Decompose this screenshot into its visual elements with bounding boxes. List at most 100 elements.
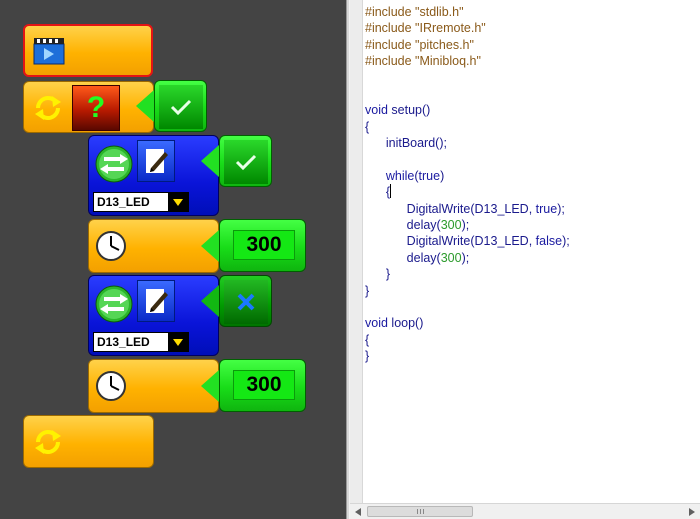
triangle-down-icon[interactable] [168,193,188,211]
code-token: loop() [387,316,424,331]
code-token: false [535,234,563,249]
code-line: } [365,348,570,364]
code-token: ); [461,250,470,265]
code-token: DigitalWrite(D13_LED, [365,201,536,216]
code-line: { [365,332,570,348]
code-token: ) [440,168,445,183]
scroll-left-icon[interactable] [350,504,366,519]
code-line: void loop() [365,315,570,331]
checkmark-icon [159,85,203,129]
value-false-param[interactable] [219,275,272,327]
value-true-param[interactable] [219,135,272,187]
code-token: #include "pitches.h" [365,37,474,52]
text-cursor [390,184,392,199]
clock-icon [95,370,127,402]
arrows-exchange-icon [94,144,134,184]
delay-block-1[interactable] [88,219,219,273]
condition-connector [136,90,154,122]
scroll-thumb[interactable] [367,506,473,517]
digital-write-block-2[interactable]: D13_LED [88,275,219,356]
code-token: delay( [365,250,441,265]
code-token: 300 [440,250,462,265]
arrows-exchange-icon [94,284,134,324]
pin-select-2-value: D13_LED [97,335,150,349]
code-token: #include "stdlib.h" [365,5,464,19]
scroll-right-icon[interactable] [684,504,700,519]
code-token: #include "IRremote.h" [365,21,486,36]
delay-value-param-2[interactable]: 300 [219,359,306,412]
code-line: #include "IRremote.h" [365,20,570,36]
delay-block-2[interactable] [88,359,219,413]
value-connector-2 [201,285,219,317]
delay-connector-2 [201,370,219,402]
horizontal-scrollbar[interactable] [350,503,700,519]
delay-connector-1 [201,230,219,262]
code-token: delay( [365,218,441,233]
code-line: } [365,283,570,299]
code-line: } [365,266,570,282]
x-icon [224,280,268,324]
clapperboard-icon [33,36,65,66]
question-mark-icon: ? [72,85,120,131]
code-token: ( [414,168,419,183]
code-token: setup() [387,103,431,118]
code-token: { [365,332,370,347]
code-token: void [365,316,388,331]
code-line: #include "pitches.h" [365,37,570,53]
code-line: DigitalWrite(D13_LED, false); [365,233,570,249]
code-token: } [365,267,391,282]
code-token: { [365,185,391,200]
code-line: { [365,184,570,200]
delay-value-param-1[interactable]: 300 [219,219,306,272]
loop-arrows-icon [30,90,66,126]
code-text[interactable]: #include "stdlib.h" #include "IRremote.h"… [365,4,570,365]
block-canvas[interactable]: ? D13_LED [0,0,346,519]
code-line: void setup() [365,102,570,118]
pin-select-1[interactable]: D13_LED [93,192,189,212]
code-token: 300 [440,218,462,233]
code-line: while(true) [365,168,570,184]
notepad-pencil-icon [137,280,175,322]
triangle-down-icon[interactable] [168,333,188,351]
while-loop-block[interactable]: ? [23,81,154,133]
code-line: #include "Minibloq.h" [365,53,570,69]
code-token: } [365,283,370,298]
code-token: while [385,168,415,183]
code-token: { [365,119,370,134]
code-editor[interactable]: #include "stdlib.h" #include "IRremote.h"… [350,0,700,519]
digital-write-block-1[interactable]: D13_LED [88,135,219,216]
code-line: DigitalWrite(D13_LED, true); [365,201,570,217]
pin-select-2[interactable]: D13_LED [93,332,189,352]
delay-value-1[interactable]: 300 [233,230,295,260]
loop-arrows-icon [30,424,66,460]
pin-select-1-value: D13_LED [97,195,150,209]
code-token: true [418,168,441,183]
code-line [365,70,570,86]
clock-icon [95,230,127,262]
editor-gutter [350,0,363,503]
delay-value-2[interactable]: 300 [233,370,295,400]
code-token: #include "Minibloq.h" [365,54,481,69]
checkmark-icon [224,140,268,184]
start-block[interactable] [23,24,153,77]
code-line [365,86,570,102]
code-token: initBoard(); [365,136,447,151]
code-line: delay(300); [365,250,570,266]
notepad-pencil-icon [137,140,175,182]
code-token: } [365,349,370,364]
code-line [365,299,570,315]
code-token: true [535,201,558,216]
pane-splitter[interactable] [346,0,350,519]
code-token: ); [557,201,565,216]
code-token [365,169,386,183]
value-connector-1 [201,145,219,177]
code-line [365,152,570,168]
loop-end-block[interactable] [23,415,154,468]
code-token: ); [461,218,470,233]
code-line: #include "stdlib.h" [365,4,570,20]
code-token: ); [562,234,570,249]
code-line: { [365,119,570,135]
code-line: initBoard(); [365,135,570,151]
code-line: delay(300); [365,217,570,233]
condition-true-param[interactable] [154,80,207,132]
